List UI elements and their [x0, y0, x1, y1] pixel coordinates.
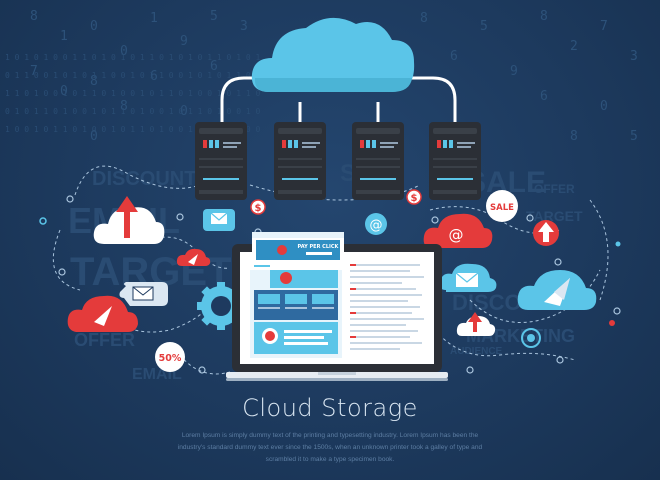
description-text: Lorem Ipsum is simply dummy text of the …: [177, 432, 483, 463]
mail-bubble-icon: [203, 209, 235, 231]
upload-cloud-icon: [93, 196, 165, 244]
server-links: [220, 76, 457, 122]
mail-bubble-icon: [439, 263, 497, 292]
send-cloud-icon: [67, 295, 138, 332]
svg-text:3: 3: [240, 19, 248, 34]
svg-text:0: 0: [180, 104, 188, 119]
svg-text:0 1 1 0 0 1 0 1 0 1 1 0 0 1 0: 0 1 1 0 0 1 0 1 0 1 1 0 0 1 0 1 1 0 0 1 …: [5, 71, 260, 80]
svg-text:8: 8: [120, 99, 128, 114]
svg-text:9: 9: [510, 64, 518, 79]
server-3-icon: [352, 122, 404, 200]
accent-dots: [39, 217, 621, 326]
bg-word: AUDIENCE: [450, 346, 503, 357]
dollar-badge-icon: $: [250, 199, 266, 215]
bg-word: OFFER: [74, 330, 135, 350]
sale-badge: SALE: [486, 190, 518, 222]
bg-word: OFFER: [534, 182, 575, 196]
svg-text:0: 0: [60, 84, 68, 99]
svg-text:8: 8: [90, 74, 98, 89]
bg-word: TARGET: [526, 208, 583, 224]
svg-text:6: 6: [540, 89, 548, 104]
svg-text:5: 5: [210, 9, 218, 24]
svg-text:1 0 0 1 0 1 1 0 1 0 0 1 0 1 1: 1 0 0 1 0 1 1 0 1 0 0 1 0 1 1 0 1 0 0 1 …: [5, 125, 260, 134]
svg-text:1 1 0 1 0 0 1 0 1 1 0 1 0 0 1: 1 1 0 1 0 0 1 0 1 1 0 1 0 0 1 0 1 1 0 1 …: [5, 89, 260, 98]
svg-text:@: @: [370, 218, 383, 233]
svg-text:7: 7: [600, 19, 608, 34]
svg-text:6: 6: [450, 49, 458, 64]
target-icon: [521, 328, 541, 348]
bg-word: DISCOUNT: [92, 168, 197, 190]
svg-text:2: 2: [570, 39, 578, 54]
svg-text:$: $: [411, 193, 418, 204]
svg-text:5: 5: [630, 129, 638, 144]
svg-text:0: 0: [120, 44, 128, 59]
svg-text:0: 0: [90, 19, 98, 34]
main-cloud-icon: [251, 17, 415, 92]
svg-text:1 0 1 0 1 0 0 1 1 0 1 0 1 0 1: 1 0 1 0 1 0 0 1 1 0 1 0 1 0 1 1 0 1 0 1 …: [5, 53, 260, 62]
pay-per-click-banner: PAY PER CLICK: [252, 232, 344, 262]
small-red-cloud-icon: [176, 248, 211, 266]
upload-cloud-icon: [456, 312, 496, 336]
svg-text:8: 8: [420, 11, 428, 26]
svg-text:@: @: [449, 226, 464, 244]
svg-text:1: 1: [150, 11, 158, 26]
svg-text:3: 3: [630, 49, 638, 64]
at-sign-icon: @: [365, 213, 387, 235]
mail-bubble-icon: [119, 282, 168, 306]
svg-text:0: 0: [600, 99, 608, 114]
svg-text:$: $: [255, 203, 262, 214]
laptop-icon: [226, 244, 448, 381]
svg-text:8: 8: [540, 9, 548, 24]
svg-text:9: 9: [180, 34, 188, 49]
svg-text:SALE: SALE: [490, 203, 514, 213]
svg-text:5: 5: [480, 19, 488, 34]
server-2-icon: [274, 122, 326, 200]
email-cloud-icon: @: [423, 213, 493, 248]
page-title: Cloud Storage: [242, 394, 418, 422]
svg-text:PAY PER CLICK: PAY PER CLICK: [298, 244, 340, 250]
svg-text:7: 7: [30, 64, 38, 79]
send-cloud-icon: [517, 270, 597, 310]
arrow-up-badge-icon: [533, 220, 559, 246]
dollar-badge-icon: $: [406, 189, 422, 205]
svg-text:0: 0: [90, 129, 98, 144]
svg-text:8: 8: [30, 9, 38, 24]
svg-text:6: 6: [210, 59, 218, 74]
svg-text:1: 1: [60, 29, 68, 44]
svg-text:8: 8: [570, 129, 578, 144]
svg-text:50%: 50%: [159, 353, 182, 364]
svg-text:0 1 0 1 1 0 1 0 0 1 0 1 1 0 1: 0 1 0 1 1 0 1 0 0 1 0 1 1 0 1 0 0 1 0 1 …: [5, 107, 260, 116]
server-1-icon: [195, 122, 247, 200]
percent-badge: 50%: [155, 342, 185, 372]
digit-columns: 1 0 1 0 1 0 0 1 1 0 1 0 1 0 1 1 0 1 0 1 …: [5, 53, 260, 134]
server-4-icon: [429, 122, 481, 200]
svg-text:6: 6: [150, 69, 158, 84]
